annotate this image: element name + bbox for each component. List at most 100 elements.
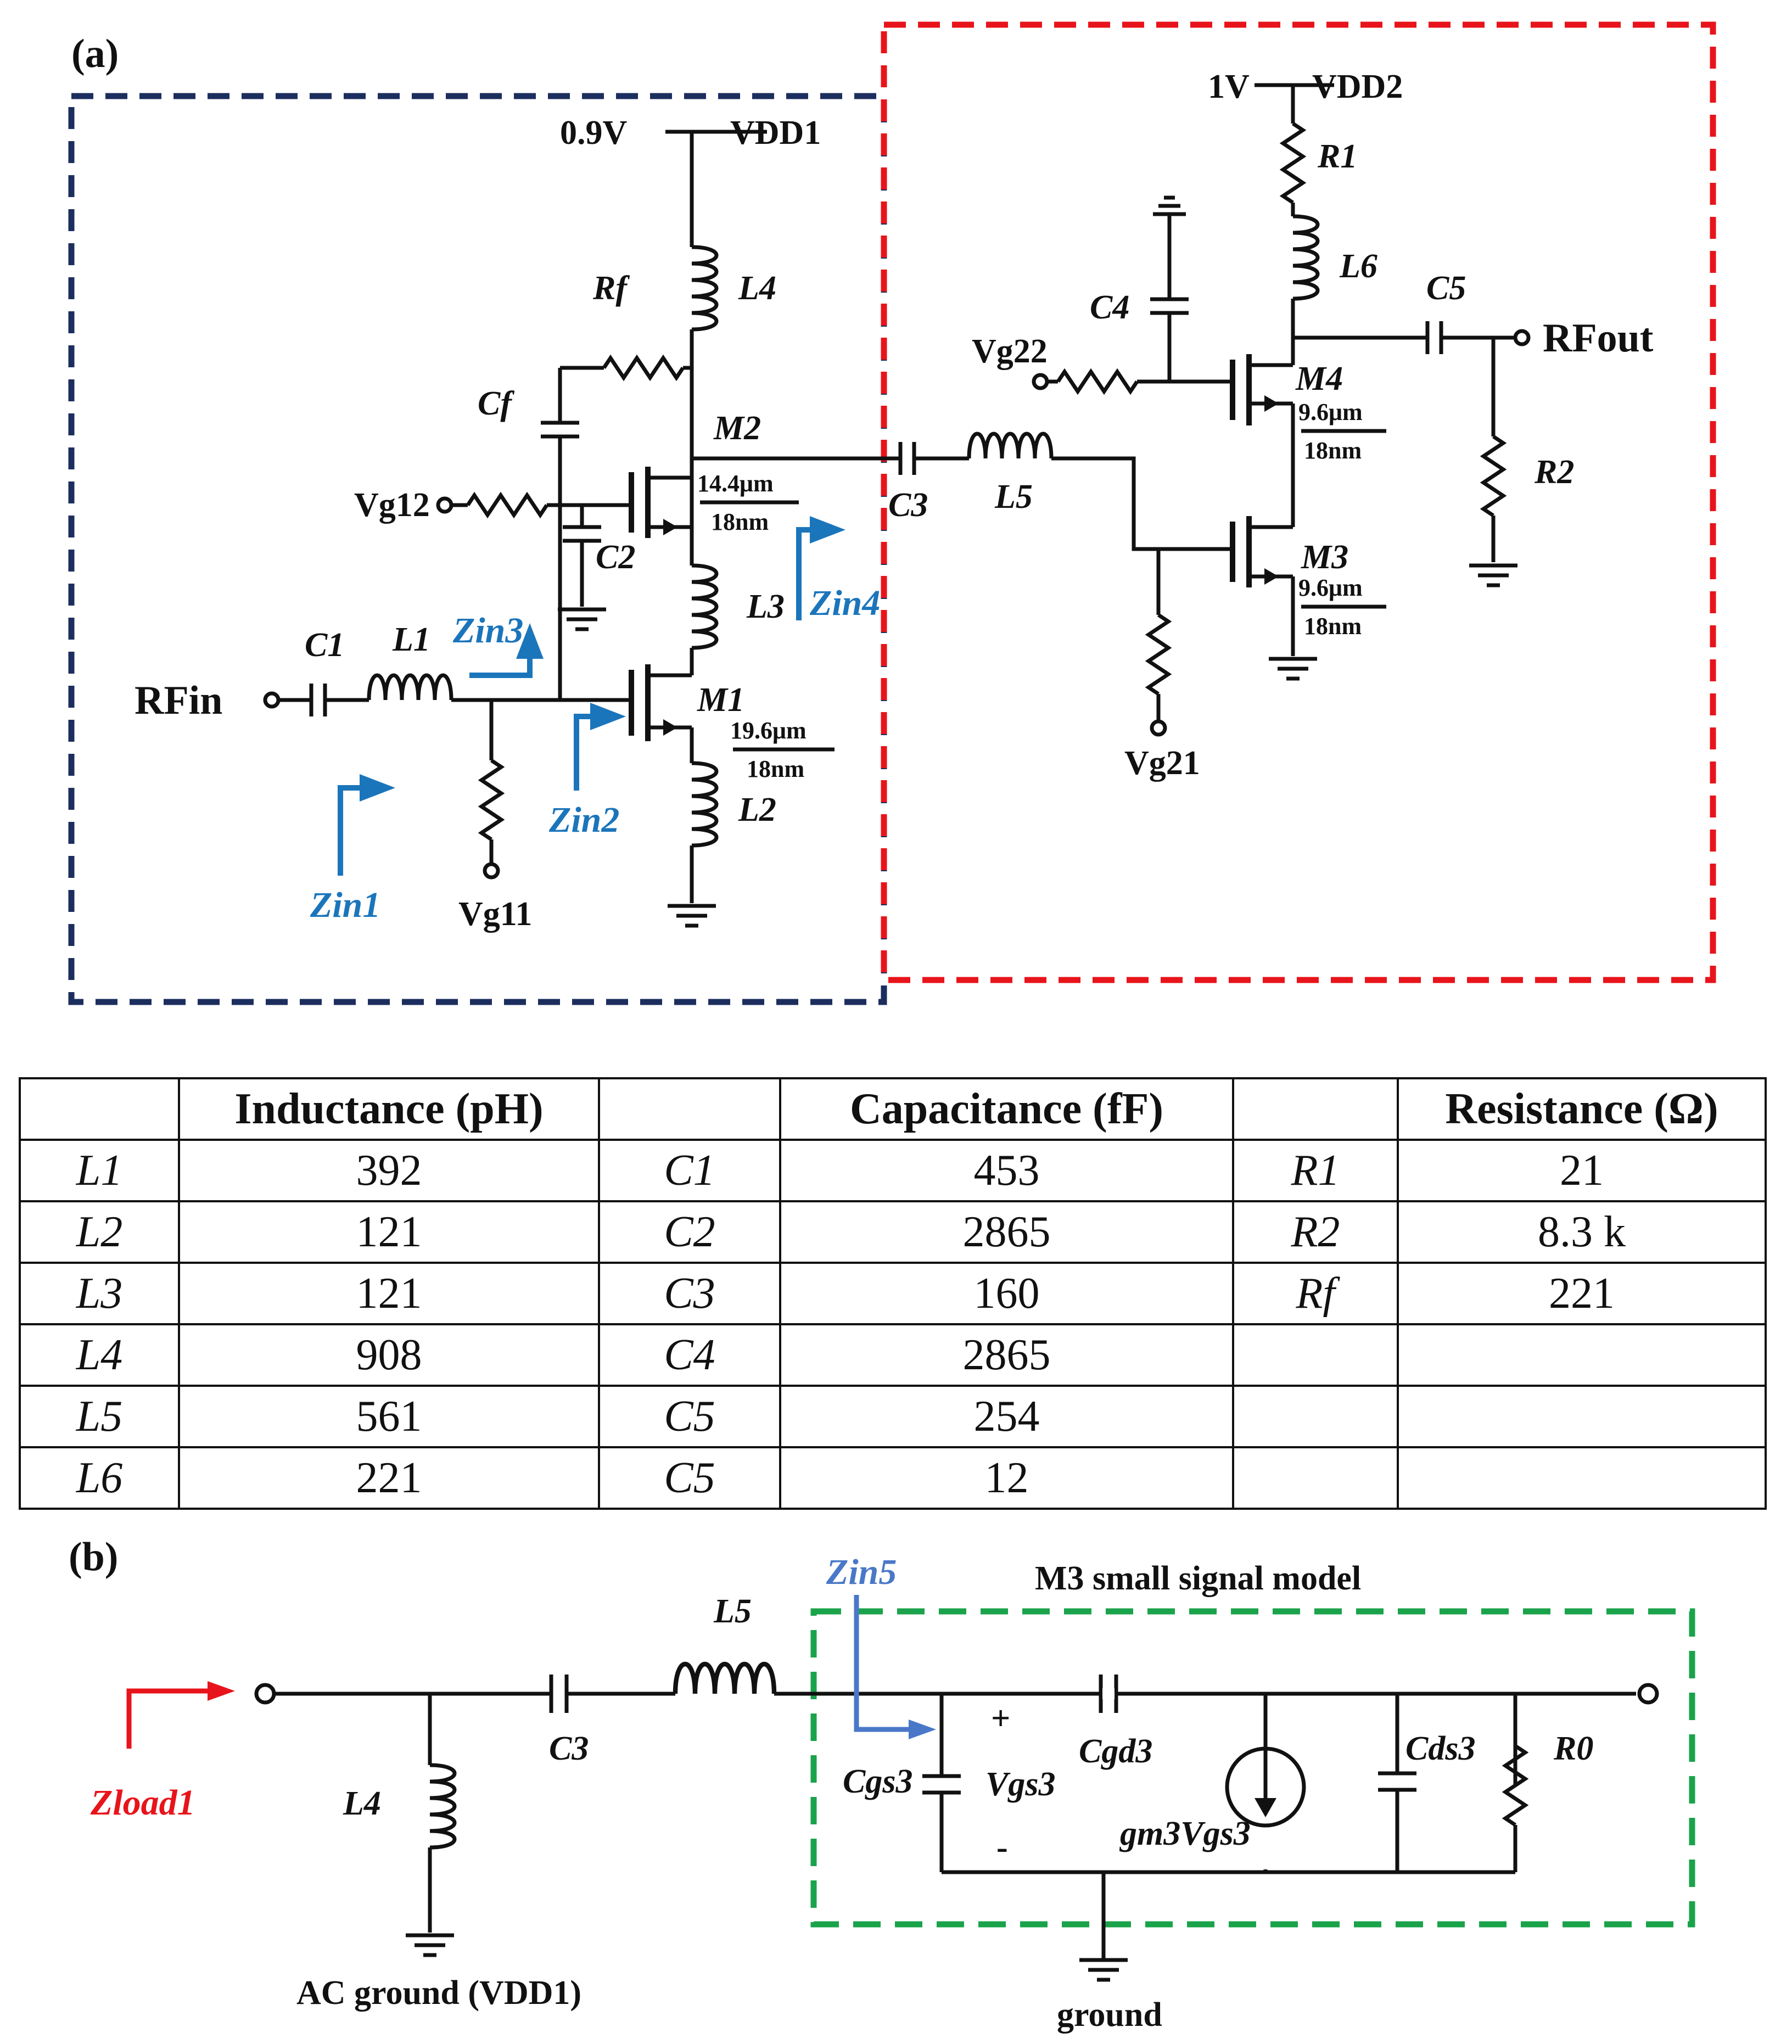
l1-label: L1	[392, 621, 430, 658]
table-cell: C2	[598, 1200, 781, 1264]
table-cell: C5	[598, 1385, 781, 1448]
table-cell: 392	[178, 1139, 600, 1202]
m4-width: 9.6μm	[1298, 399, 1363, 425]
panel-a-label: (a)	[71, 31, 119, 76]
m2-width: 14.4μm	[697, 470, 774, 497]
m1-length: 18nm	[747, 755, 804, 782]
c1-label: C1	[305, 626, 344, 664]
m1-width: 19.6μm	[730, 717, 807, 744]
m4-label: M4	[1295, 360, 1343, 397]
table-cell	[1397, 1385, 1767, 1448]
table-header: Resistance (Ω)	[1397, 1077, 1767, 1141]
table-cell	[1397, 1323, 1767, 1387]
rfin-label: RFin	[135, 678, 222, 723]
table-cell	[1397, 1446, 1767, 1510]
table-row: L1 392 C1 453 R1 21	[19, 1139, 1767, 1202]
table-row: L3 121 C3 160 Rf 221	[19, 1262, 1767, 1325]
ground-label: ground	[1057, 1996, 1162, 2034]
table-cell: 561	[178, 1385, 600, 1448]
table-header	[19, 1077, 180, 1141]
table-cell: L3	[19, 1262, 180, 1325]
table-cell: C4	[598, 1323, 781, 1387]
r2-label: R2	[1534, 453, 1574, 491]
table-cell: L4	[19, 1323, 180, 1387]
vdd2-voltage: 1V	[1208, 68, 1250, 105]
rfout-label: RFout	[1543, 316, 1654, 361]
c4-label: C4	[1090, 289, 1129, 326]
model-box	[810, 1608, 1695, 1928]
table-cell: L1	[19, 1139, 180, 1202]
zin1-label: Zin1	[310, 885, 380, 925]
model-title: M3 small signal model	[1035, 1560, 1361, 1597]
r1-label: R1	[1317, 138, 1357, 175]
vdd1-voltage: 0.9V	[560, 114, 628, 152]
table-cell	[1232, 1446, 1399, 1510]
cf-label: Cf	[478, 385, 514, 422]
table-cell: 121	[178, 1262, 600, 1325]
zload-label: Zload1	[90, 1783, 195, 1823]
table-cell: 21	[1397, 1139, 1767, 1202]
c5-label: C5	[1426, 270, 1466, 307]
table-cell: C1	[598, 1139, 781, 1202]
r0-label: R0	[1553, 1730, 1593, 1767]
vgs3-label: Vgs3	[985, 1766, 1055, 1803]
m3-label: M3	[1301, 539, 1348, 576]
l5-b-label: L5	[713, 1593, 752, 1630]
table-cell: L2	[19, 1200, 180, 1264]
table-cell: L6	[19, 1446, 180, 1510]
table-cell: 121	[178, 1200, 600, 1264]
table-cell: 221	[178, 1446, 600, 1510]
table-cell: 221	[1397, 1262, 1767, 1325]
m4-length: 18nm	[1304, 437, 1362, 464]
l4-label: L4	[738, 270, 776, 307]
table-header: Inductance (pH)	[178, 1077, 600, 1141]
plus-sign: +	[991, 1700, 1010, 1737]
vg12-label: Vg12	[354, 486, 430, 524]
table-cell: 8.3 k	[1397, 1200, 1767, 1264]
table-cell	[1232, 1385, 1399, 1448]
c2-label: C2	[596, 539, 635, 576]
table-cell: 160	[779, 1262, 1234, 1325]
table-cell: Rf	[1232, 1262, 1399, 1325]
vdd2-label: VDD2	[1312, 68, 1403, 105]
zin2-label: Zin2	[548, 800, 619, 840]
table-cell: 453	[779, 1139, 1234, 1202]
table-cell: C5	[598, 1446, 781, 1510]
minus-sign: -	[996, 1829, 1008, 1866]
vdd1-label: VDD1	[730, 114, 821, 152]
table-cell: C3	[598, 1262, 781, 1325]
table-row: L5 561 C5 254	[19, 1385, 1767, 1448]
vg11-label: Vg11	[458, 895, 532, 933]
l3-label: L3	[746, 588, 785, 625]
zin4-label: Zin4	[809, 583, 880, 623]
cgs3-label: Cgs3	[843, 1763, 912, 1800]
m1-label: M1	[697, 681, 744, 719]
m3-length: 18nm	[1304, 613, 1362, 640]
l2-label: L2	[738, 791, 776, 828]
vg21-label: Vg21	[1124, 744, 1200, 782]
c3-b-label: C3	[549, 1730, 589, 1767]
table-header	[598, 1077, 781, 1141]
table-cell	[1232, 1323, 1399, 1387]
stage1-box	[68, 93, 887, 1005]
zin3-label: Zin3	[452, 611, 523, 651]
table-cell: L5	[19, 1385, 180, 1448]
table-row: L6 221 C5 12	[19, 1446, 1767, 1510]
panel-b-label: (b)	[69, 1535, 118, 1580]
l4-b-label: L4	[343, 1785, 381, 1822]
table-row: L4 908 C4 2865	[19, 1323, 1767, 1387]
table-cell: 908	[178, 1323, 600, 1387]
table-cell: R2	[1232, 1200, 1399, 1264]
parameter-table: Inductance (pH) Capacitance (fF) Resista…	[19, 1077, 1767, 1510]
table-cell: 2865	[779, 1200, 1234, 1264]
zin5-label: Zin5	[826, 1552, 897, 1592]
gm-label: gm3Vgs3	[1119, 1815, 1251, 1852]
table-cell: 254	[779, 1385, 1234, 1448]
table-header-row: Inductance (pH) Capacitance (fF) Resista…	[19, 1077, 1767, 1141]
cgd3-label: Cgd3	[1079, 1733, 1152, 1770]
stage2-box	[881, 21, 1716, 983]
table-header	[1232, 1077, 1399, 1141]
l5-label: L5	[994, 478, 1033, 516]
table-cell: 12	[779, 1446, 1234, 1510]
